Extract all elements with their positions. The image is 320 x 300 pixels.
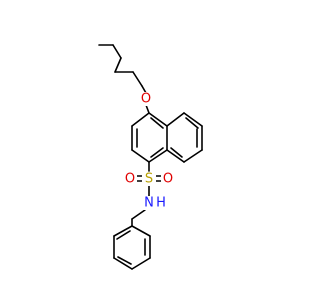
- bond-r11-inner: [170, 147, 183, 158]
- bond-b3: [113, 257, 133, 270]
- bond-r3: [131, 149, 150, 163]
- bond-b4: [131, 257, 151, 270]
- atom-o3-label: O: [163, 172, 173, 187]
- bond-c2-c3: [112, 44, 122, 59]
- bond-b3-inner: [117, 256, 132, 265]
- bond-r1: [131, 112, 150, 127]
- bond-r8: [183, 112, 203, 127]
- structure-canvas: O S O O N H: [98, 44, 203, 270]
- atom-n1-label: N: [144, 196, 154, 211]
- atom-o3: O: [161, 172, 175, 187]
- bond-c3-c4: [114, 57, 122, 73]
- atom-n1: N: [142, 196, 156, 211]
- bond-r10: [183, 149, 203, 163]
- bond-r8-inner: [185, 117, 199, 129]
- bond-r4: [148, 149, 168, 163]
- atom-o1-label: O: [141, 92, 151, 107]
- atom-o2: O: [123, 172, 137, 187]
- bond-r6-inner: [150, 117, 164, 129]
- bonds: [98, 44, 203, 270]
- atom-s1: S: [142, 172, 156, 187]
- bond-n-ch2: [131, 209, 146, 220]
- bond-b1: [113, 225, 133, 237]
- molecule-drawing: O S O O N H: [98, 44, 203, 270]
- atom-o1: O: [139, 92, 153, 107]
- atom-labels: O S O O N H: [123, 92, 175, 211]
- atom-h1: H: [155, 196, 167, 211]
- bond-b1-inner: [116, 230, 131, 240]
- bond-b6: [131, 225, 151, 237]
- bond-r7: [166, 112, 185, 127]
- bond-r11: [166, 149, 185, 163]
- bond-c5-c6: [132, 71, 143, 87]
- atom-h1-label: H: [156, 196, 166, 211]
- atom-o2-label: O: [125, 172, 135, 187]
- bond-r6: [148, 112, 168, 127]
- atom-s1-label: S: [145, 172, 153, 187]
- bond-r4-inner: [150, 147, 164, 158]
- bond-o1-ring: [145, 104, 150, 114]
- bond-c6-o1: [141, 85, 147, 94]
